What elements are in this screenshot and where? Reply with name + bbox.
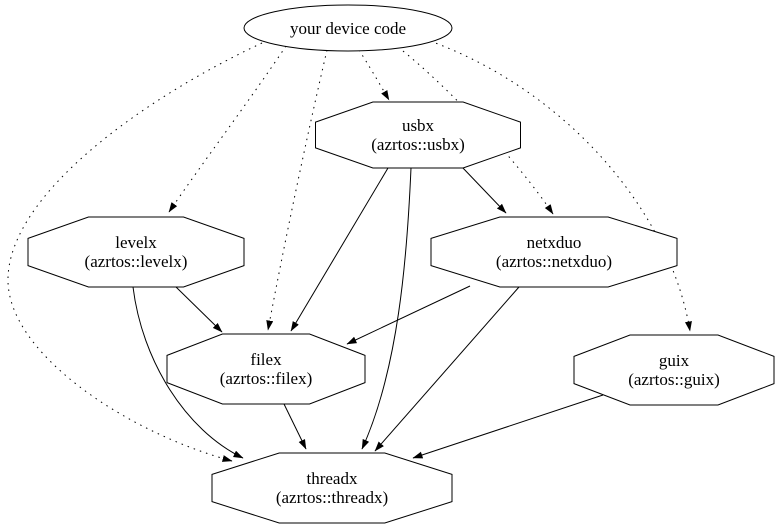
node-levelx: levelx(azrtos::levelx) xyxy=(27,216,245,288)
edge-netxduo-filex xyxy=(346,285,471,345)
node-usbx-octagon-shape xyxy=(315,101,521,169)
node-guix-label: guix(azrtos::guix) xyxy=(628,351,720,389)
node-guix-octagon-shape xyxy=(573,334,775,406)
node-usbx-label: usbx(azrtos::usbx) xyxy=(371,116,464,154)
edge-guix-threadx xyxy=(412,394,604,459)
edge-filex-threadx xyxy=(283,403,307,450)
node-device: your device code xyxy=(243,4,453,52)
edge-device-usbx xyxy=(358,49,390,101)
edge-usbx-threadx xyxy=(361,167,412,450)
node-device-label: your device code xyxy=(290,19,406,38)
edge-device-threadx xyxy=(7,42,263,462)
node-threadx-octagon-shape xyxy=(211,452,453,524)
edge-device-netxduo xyxy=(397,46,554,215)
node-filex-octagon-shape xyxy=(166,333,366,405)
edge-levelx-filex xyxy=(175,286,223,333)
edge-usbx-filex xyxy=(290,167,389,332)
node-netxduo-label: netxduo(azrtos::netxduo) xyxy=(496,233,612,271)
node-filex-label: filex(azrtos::filex) xyxy=(220,350,313,388)
edge-levelx-threadx xyxy=(132,286,244,459)
edge-netxduo-threadx xyxy=(374,286,520,452)
node-usbx: usbx(azrtos::usbx) xyxy=(315,101,521,169)
node-netxduo: netxduo(azrtos::netxduo) xyxy=(430,216,678,288)
edge-device-filex xyxy=(266,49,328,331)
edge-usbx-netxduo xyxy=(461,166,507,214)
node-levelx-octagon-shape xyxy=(27,216,245,288)
node-levelx-label: levelx(azrtos::levelx) xyxy=(85,233,188,271)
edge-device-levelx xyxy=(168,45,287,213)
node-netxduo-octagon-shape xyxy=(430,216,678,288)
node-device-ellipse-shape xyxy=(243,4,453,52)
node-filex: filex(azrtos::filex) xyxy=(166,333,366,405)
node-threadx-label: threadx(azrtos::threadx) xyxy=(276,469,388,507)
node-guix: guix(azrtos::guix) xyxy=(573,334,775,406)
node-threadx: threadx(azrtos::threadx) xyxy=(211,452,453,524)
